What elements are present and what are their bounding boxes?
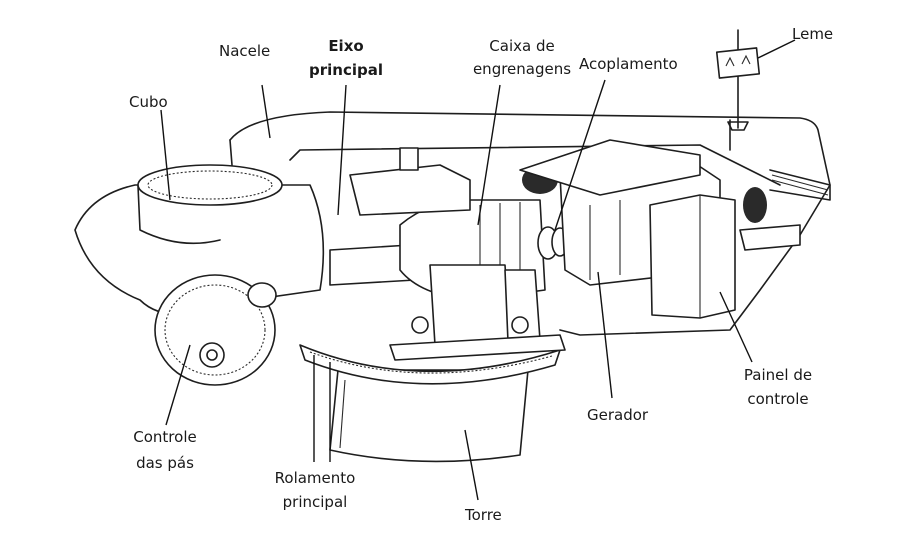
label-leme: Leme [792, 25, 834, 43]
label-acoplamento: Acoplamento [579, 55, 678, 73]
label-rolamento-principal-line1: Rolamento [274, 469, 356, 487]
rudder-vane [715, 29, 761, 131]
label-nacele: Nacele [219, 42, 271, 60]
label-eixo-principal-line1: Eixo [328, 37, 364, 55]
label-painel-de-controle-line2: controle [747, 390, 809, 408]
pitch-control-gear [154, 274, 277, 386]
tower-shape [329, 369, 529, 463]
label-controle-das-pas-line1: Controle [133, 428, 197, 446]
label-caixa-de-engrenagens-line1: Caixa de [489, 37, 555, 55]
main-frame [389, 264, 566, 361]
label-torre: Torre [465, 506, 502, 524]
control-panel-box [649, 194, 736, 319]
yaw-bearing-ring [299, 344, 561, 385]
label-painel-de-controle-line1: Painel de [743, 366, 813, 384]
label-eixo-principal-line2: principal [309, 61, 383, 79]
label-gerador: Gerador [587, 406, 649, 424]
label-cubo: Cubo [129, 93, 168, 111]
label-rolamento-principal-line2: principal [282, 493, 348, 511]
rear-equipment [739, 169, 831, 251]
label-controle-das-pas-line2: das pás [136, 454, 194, 472]
leader-lines [160, 39, 796, 501]
label-caixa-de-engrenagens-line2: engrenagens [472, 60, 572, 78]
